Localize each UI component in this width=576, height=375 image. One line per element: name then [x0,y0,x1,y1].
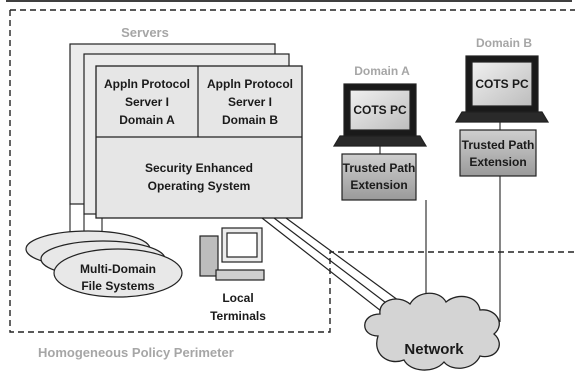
protocol-server-b-line-1: Appln Protocol [207,77,293,91]
domain-b-pc-label: COTS PC [475,77,529,91]
protocol-server-b-line-2: Server I [228,95,272,109]
servers-label: Servers [121,25,169,40]
domain-a-extension-line-1: Trusted Path [343,161,416,175]
network-cloud [364,292,500,371]
local-terminals-line-2: Terminals [210,309,266,323]
protocol-server-a-line-2: Server I [125,95,169,109]
main-server-box [95,65,303,219]
local-terminals-line-1: Local [222,291,253,305]
domain-b-laptop [454,55,550,177]
domain-a-extension-line-2: Extension [350,178,407,192]
policy-perimeter [9,9,575,333]
domain-a-trusted-path-extension [341,153,417,201]
domain-b-label: Domain B [476,36,532,50]
domain-b-extension-line-2: Extension [469,155,526,169]
network-label: Network [404,341,464,358]
perimeter-label: Homogeneous Policy Perimeter [38,345,234,360]
servers-stack [69,43,303,219]
domain-a-laptop [332,83,428,201]
security-os-line-2: Operating System [148,179,251,193]
server-network-cables [261,217,407,319]
file-systems-line-2: File Systems [81,279,155,293]
file-systems-disks [25,230,183,298]
protocol-server-b-line-3: Domain B [222,113,278,127]
domain-a-pc-label: COTS PC [353,103,407,117]
protocol-server-a-line-1: Appln Protocol [104,77,190,91]
protocol-server-a-line-3: Domain A [119,113,175,127]
security-os-line-1: Security Enhanced [145,161,253,175]
domain-b-extension-line-1: Trusted Path [462,138,535,152]
domain-b-trusted-path-extension [459,129,537,177]
domain-a-label: Domain A [354,64,410,78]
local-terminal-icon [199,227,265,281]
file-systems-line-1: Multi-Domain [80,262,156,276]
